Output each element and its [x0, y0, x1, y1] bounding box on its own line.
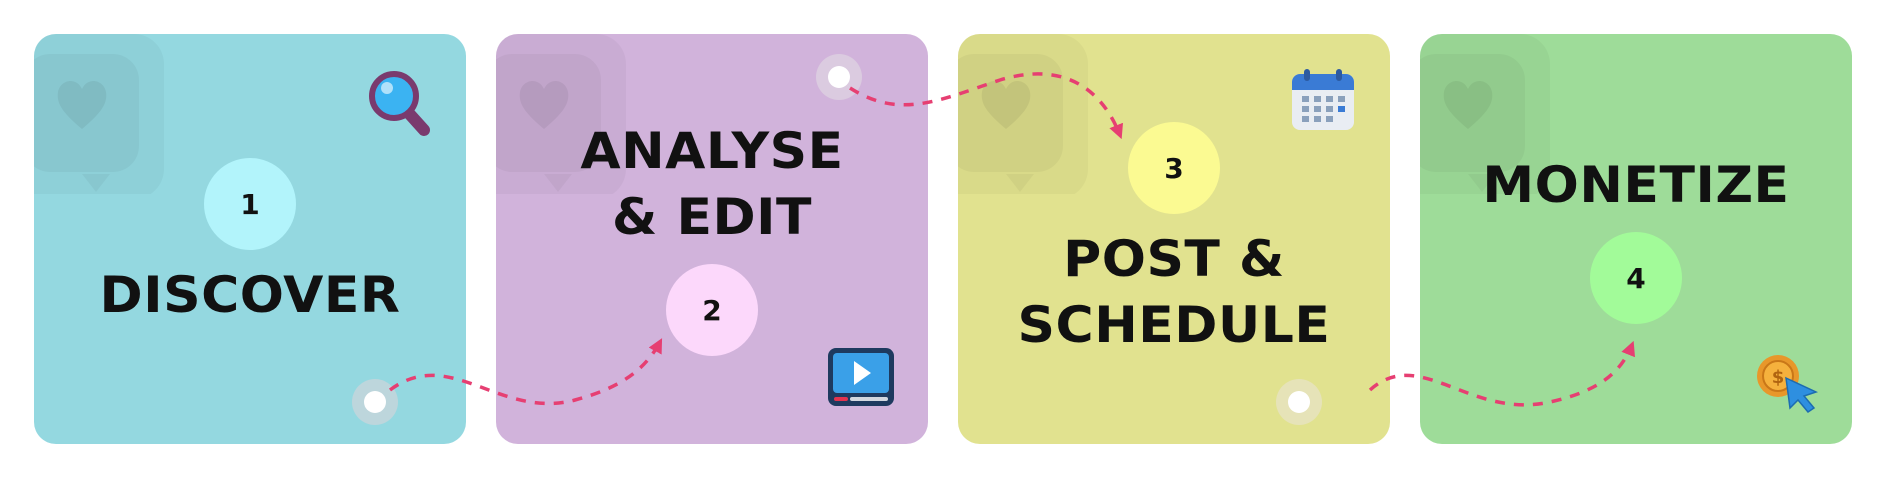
step-title-discover: DISCOVER: [99, 266, 401, 324]
step-title-analyse-edit: ANALYSE & EDIT: [580, 122, 844, 246]
step-card-analyse-edit: ANALYSE & EDIT 2: [496, 34, 928, 444]
heart-chat-icon: [958, 54, 1063, 192]
connector-dot-1: [352, 379, 398, 425]
step-number-2: 2: [666, 264, 758, 356]
step-card-discover: 1 DISCOVER: [34, 34, 466, 444]
magnifier-icon: [369, 71, 430, 136]
step-number-4: 4: [1590, 232, 1682, 324]
heart-chat-icon: [496, 54, 601, 192]
coin-cursor-icon: $: [1757, 355, 1819, 413]
video-player-icon: [828, 348, 894, 406]
heart-chat-icon: [34, 54, 139, 192]
step-card-post-schedule: 3 POST & SCHEDULE: [958, 34, 1390, 444]
step-number-3: 3: [1128, 122, 1220, 214]
step-title-monetize: MONETIZE: [1482, 156, 1790, 214]
svg-text:$: $: [1772, 367, 1785, 388]
step-card-monetize: MONETIZE 4 $: [1420, 34, 1852, 444]
heart-chat-icon: [1420, 54, 1525, 192]
calendar-icon: [1292, 69, 1354, 130]
step-title-post-schedule: POST & SCHEDULE: [1017, 230, 1331, 354]
connector-dot-3: [1276, 379, 1322, 425]
connector-dot-2: [816, 54, 862, 100]
step-number-1: 1: [204, 158, 296, 250]
